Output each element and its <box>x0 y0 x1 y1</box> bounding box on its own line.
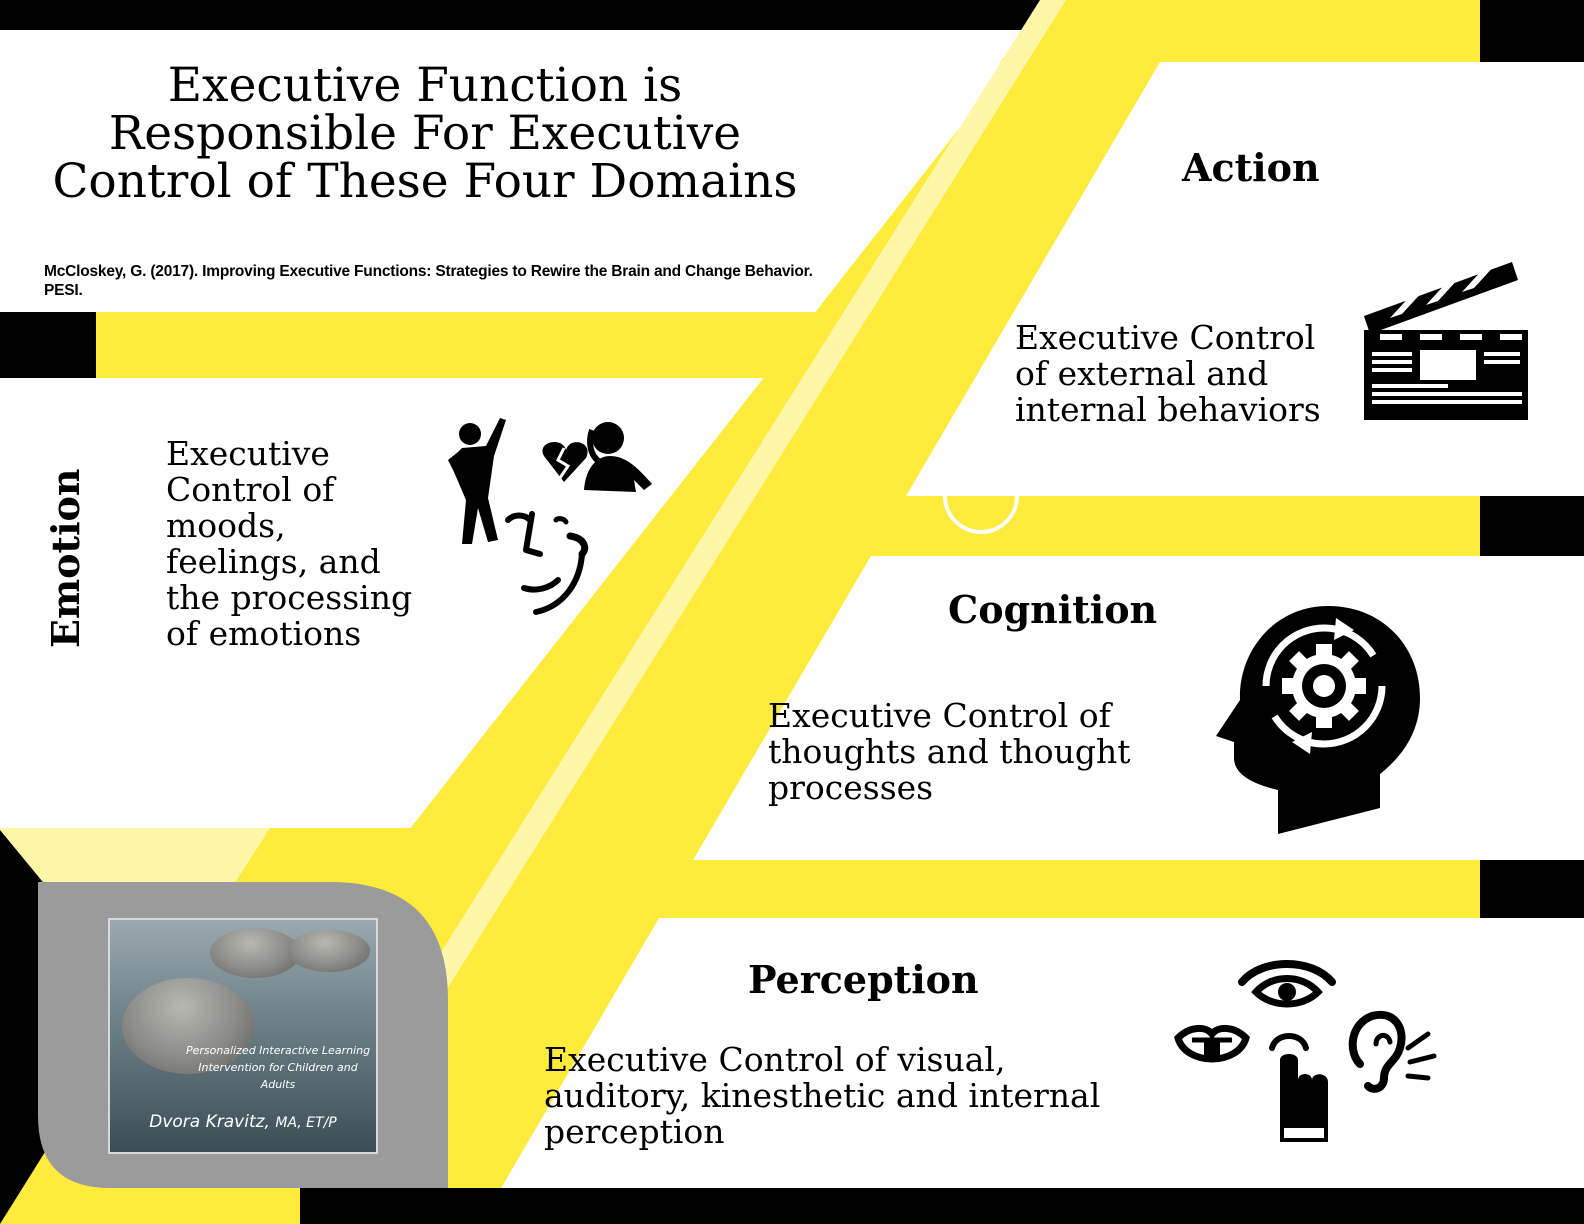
heading-perception: Perception <box>748 957 979 1002</box>
book-tagline: Personalized Interactive Learning Interv… <box>185 1044 371 1091</box>
bottom-black-bar <box>300 1188 1584 1224</box>
top-black-bar <box>0 0 1064 30</box>
description-perception: Executive Control of visual, auditory, k… <box>544 1040 1101 1151</box>
heading-emotion: Emotion <box>43 468 88 648</box>
book-cover: Personalized Interactive Learning Interv… <box>108 918 378 1154</box>
clapperboard-icon <box>1364 262 1528 420</box>
book-author-name: Dvora Kravitz, <box>149 1112 270 1132</box>
heading-cognition: Cognition <box>948 587 1158 632</box>
perception-yellow-band <box>530 860 1480 918</box>
head-gear-icon <box>1216 606 1420 834</box>
emotion-black-block <box>0 312 96 378</box>
page-title: Executive Function is Responsible For Ex… <box>52 58 798 209</box>
book-author-credentials: MA, ET/P <box>275 1115 337 1131</box>
perception-black-block <box>1480 860 1584 918</box>
heading-action: Action <box>1182 145 1320 190</box>
description-emotion: Executive Control of moods, feelings, an… <box>166 434 413 653</box>
description-action: Executive Control of external and intern… <box>1015 318 1321 429</box>
citation: McCloskey, G. (2017). Improving Executiv… <box>44 263 813 299</box>
top-right-black-block <box>1480 0 1584 62</box>
emotions-icon <box>448 418 652 615</box>
diagonal-highlight <box>270 0 1066 1224</box>
cognition-black-block <box>1480 496 1584 556</box>
description-cognition: Executive Control of thoughts and though… <box>768 696 1131 807</box>
band-ring <box>943 495 1019 534</box>
cognition-yellow-band <box>800 496 1480 556</box>
book-author: Dvora Kravitz, MA, ET/P <box>110 1112 376 1133</box>
senses-icon <box>1174 960 1437 1142</box>
emotion-yellow-band <box>96 312 826 378</box>
